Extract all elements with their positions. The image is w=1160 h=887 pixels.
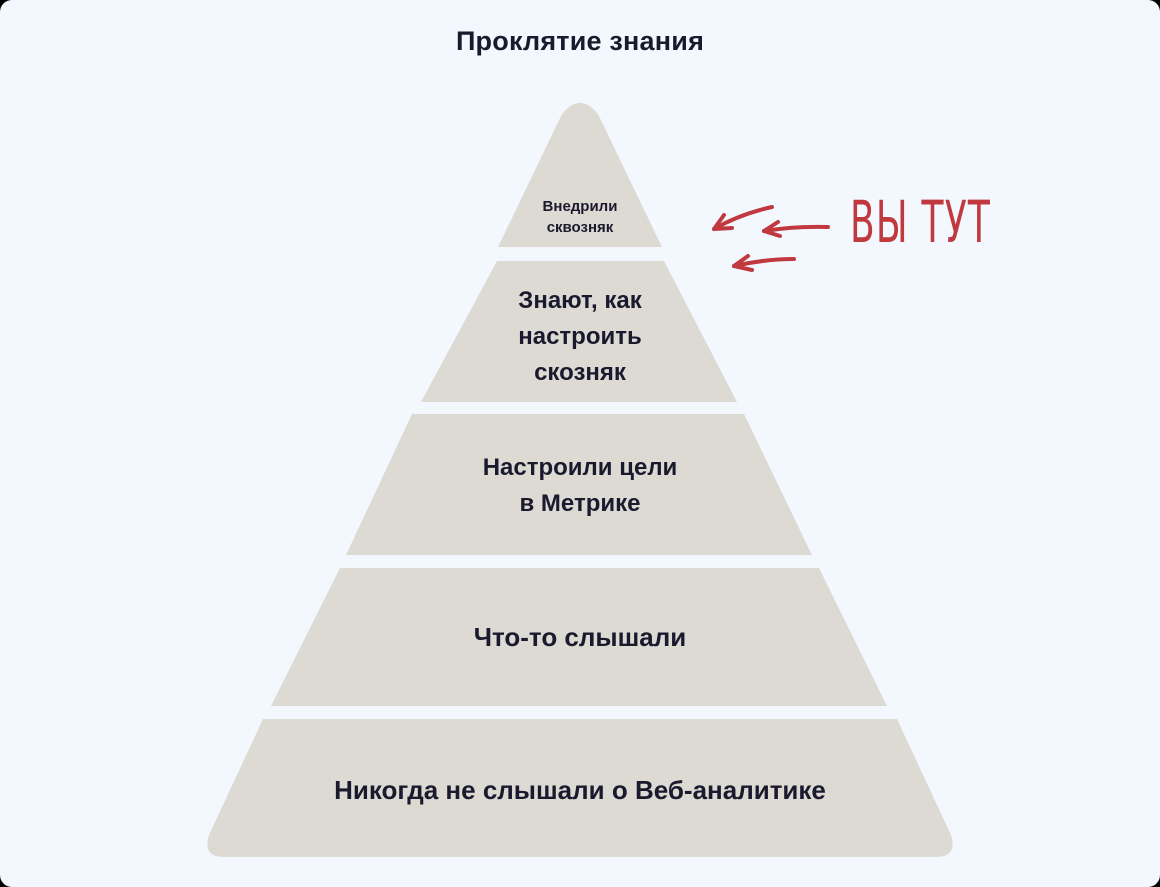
pyramid-tier-2 bbox=[421, 261, 737, 402]
tier-5-label: Никогда не слышали о Веб-аналитике bbox=[334, 775, 826, 805]
tier-1-label: Внедрили сквозняк bbox=[542, 198, 618, 236]
tier-3-label: Настроили цели в Метрике bbox=[482, 454, 678, 517]
you-are-here-annotation: ВЫ ТУТ bbox=[850, 188, 992, 256]
pyramid-tier-1 bbox=[498, 103, 662, 247]
tier-4-label: Что-то слышали bbox=[473, 622, 687, 652]
tier-2-label: Знают, как настроить скозняк bbox=[518, 287, 642, 386]
pyramid-tier-4 bbox=[271, 568, 887, 706]
diagram-title: Проклятие знания bbox=[455, 26, 705, 56]
pyramid-tier-5 bbox=[207, 719, 953, 857]
pyramid-tier-3 bbox=[346, 414, 812, 555]
arrow-left-icon bbox=[712, 205, 830, 272]
